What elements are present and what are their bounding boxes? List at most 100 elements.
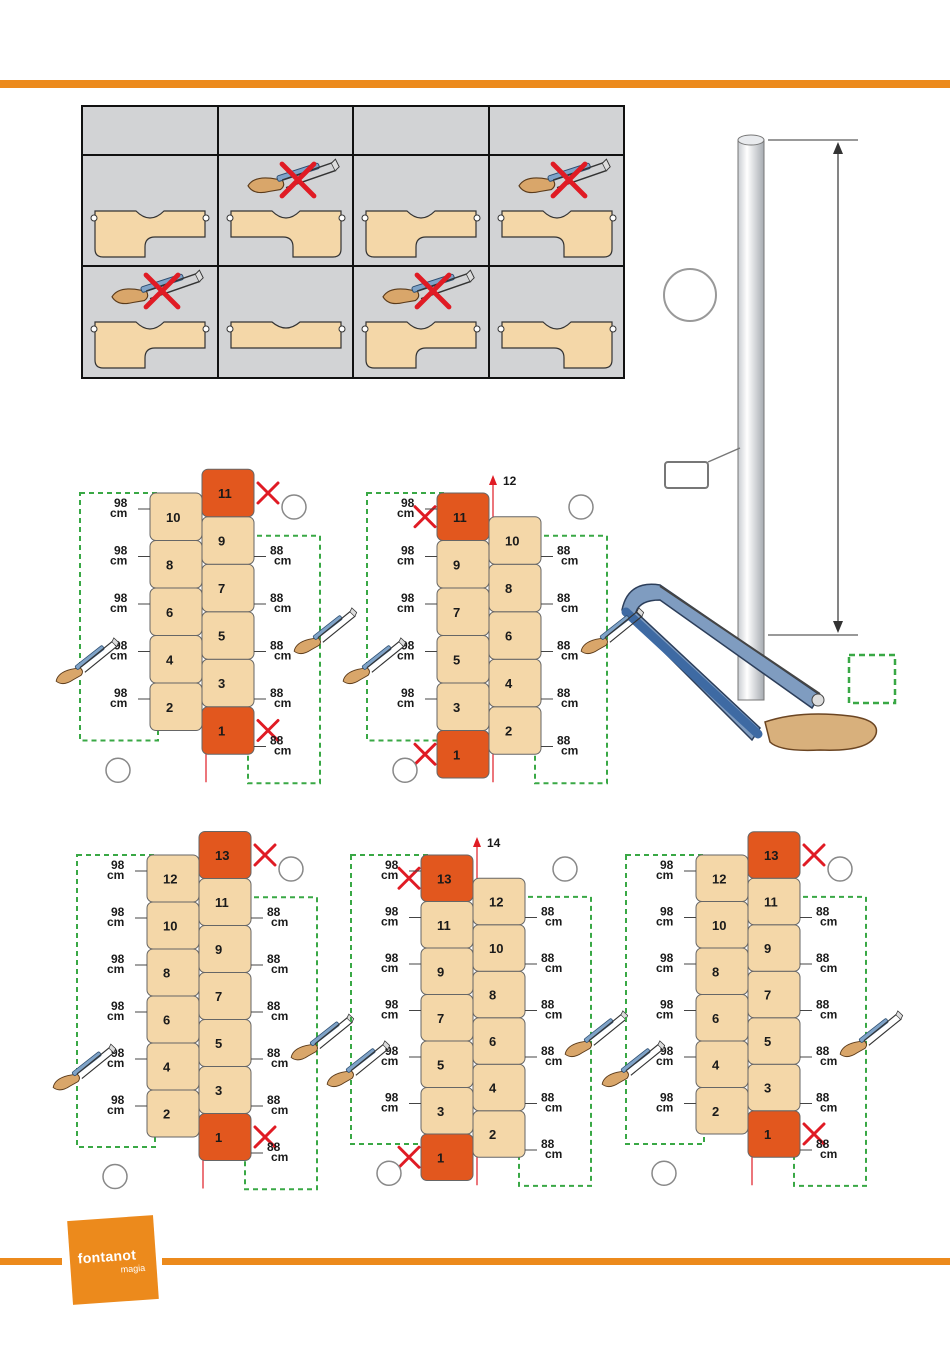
left-dim-unit: cm — [107, 915, 124, 929]
right-dim-value: 88 — [270, 591, 284, 605]
tread — [695, 947, 749, 995]
right-dim-value: 88 — [557, 639, 571, 653]
tread-shape — [501, 210, 613, 258]
tread — [149, 492, 203, 541]
tread-shape — [94, 210, 206, 258]
tread — [472, 877, 526, 926]
right-dim-value: 88 — [816, 905, 830, 919]
left-dim-box — [625, 854, 705, 1145]
hole-marker — [497, 214, 505, 222]
tread — [436, 635, 490, 684]
left-dim-unit: cm — [381, 1054, 398, 1068]
left-dim-unit: cm — [110, 554, 127, 568]
hole-marker — [361, 325, 369, 333]
right-dim-value: 88 — [816, 1044, 830, 1058]
right-dim-value: 88 — [541, 998, 555, 1012]
tread-number: 8 — [166, 557, 173, 572]
hole-marker — [226, 325, 234, 333]
tread — [472, 1110, 526, 1158]
tread-cut — [747, 1110, 801, 1158]
left-dim-unit: cm — [110, 649, 127, 663]
right-dim-unit: cm — [271, 1150, 288, 1164]
tread-number: 11 — [437, 918, 451, 933]
left-dim-box — [76, 854, 156, 1148]
left-dim-value: 98 — [111, 905, 125, 919]
right-dim-value: 88 — [267, 999, 281, 1013]
tread-number: 4 — [166, 652, 174, 667]
right-dim-unit: cm — [545, 1101, 562, 1115]
tread-number: 3 — [218, 676, 225, 691]
stair-diagram: 11123456789101198cm98cm98cm98cm98cm88cm8… — [48, 468, 365, 785]
tread-shape — [365, 321, 477, 369]
hole-marker — [90, 325, 98, 333]
tread — [420, 1087, 474, 1135]
tread — [472, 1017, 526, 1065]
brand-logo: fontanot magia — [67, 1215, 159, 1305]
left-dim-unit: cm — [397, 506, 414, 520]
left-dim-unit: cm — [107, 868, 124, 882]
tread — [472, 970, 526, 1019]
tread-number: 8 — [712, 964, 719, 979]
left-dim-value: 98 — [111, 999, 125, 1013]
tread — [146, 854, 200, 903]
hacksaw-icon — [832, 1009, 911, 1060]
tread-number: 10 — [489, 941, 503, 956]
table-cell — [361, 210, 481, 258]
tread-number: 3 — [215, 1083, 222, 1098]
left-dim-unit: cm — [381, 1008, 398, 1022]
tread-number: 1 — [764, 1127, 771, 1142]
right-dim-unit: cm — [820, 1008, 837, 1022]
tread — [488, 516, 542, 565]
right-dim-unit: cm — [820, 1101, 837, 1115]
arrow-up-icon — [489, 475, 497, 485]
tread-number: 10 — [166, 510, 180, 525]
right-dim-unit: cm — [545, 1054, 562, 1068]
top-accent-bar — [0, 80, 950, 88]
left-dim-unit: cm — [110, 506, 127, 520]
left-dim-unit: cm — [107, 1103, 124, 1117]
right-dim-unit: cm — [271, 1009, 288, 1023]
left-dim-value: 98 — [114, 544, 128, 558]
right-dim-value: 88 — [541, 1044, 555, 1058]
hole-marker — [609, 214, 617, 222]
right-dim-unit: cm — [561, 744, 578, 758]
tread — [488, 706, 542, 755]
callout-circle — [552, 856, 578, 882]
left-dim-value: 98 — [660, 905, 674, 919]
tread-number: 3 — [453, 700, 460, 715]
tread — [198, 972, 252, 1020]
hole-marker — [90, 214, 98, 222]
tread-number: 9 — [215, 942, 222, 957]
left-dim-value: 98 — [385, 858, 399, 872]
stair-count-label: 12 — [503, 474, 517, 488]
tread — [488, 611, 542, 660]
tread-number: 7 — [437, 1011, 444, 1026]
tread-number: 4 — [712, 1057, 720, 1072]
left-dim-value: 98 — [111, 858, 125, 872]
tread-shape — [230, 210, 342, 258]
right-dim-value: 88 — [267, 1093, 281, 1107]
tread-number: 11 — [218, 486, 232, 501]
left-dim-unit: cm — [107, 1056, 124, 1070]
tread-number: 11 — [215, 895, 229, 910]
callout-circle — [281, 494, 307, 520]
tread-number: 9 — [764, 941, 771, 956]
right-dim-unit: cm — [274, 696, 291, 710]
tread — [695, 1087, 749, 1135]
right-dim-unit: cm — [545, 915, 562, 929]
right-dim-value: 88 — [270, 686, 284, 700]
tread-number: 13 — [764, 848, 778, 863]
tread-number: 6 — [489, 1034, 496, 1049]
left-dim-unit: cm — [656, 1008, 673, 1022]
left-dim-unit: cm — [397, 601, 414, 615]
tread-number: 3 — [437, 1104, 444, 1119]
tread — [747, 970, 801, 1019]
tread-number: 2 — [166, 700, 173, 715]
callout-circle — [568, 494, 594, 520]
tread-cut — [198, 831, 252, 879]
table-cell — [361, 269, 481, 369]
table-cell — [90, 269, 210, 369]
cross-icon — [802, 843, 826, 867]
hole-marker — [202, 214, 210, 222]
